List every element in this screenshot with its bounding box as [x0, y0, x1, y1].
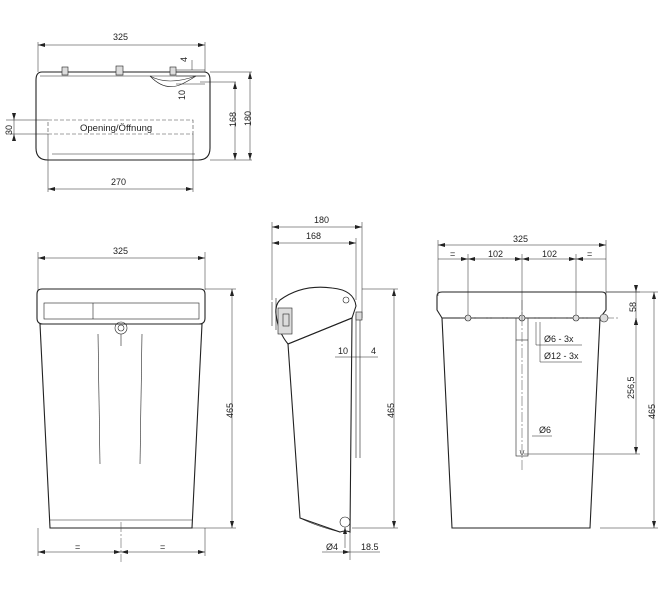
top-dim-270: 270 [111, 177, 126, 187]
back-dim-102-right: 102 [542, 249, 557, 259]
top-dim-30: 30 [4, 125, 14, 135]
side-dim-4: 4 [371, 346, 376, 356]
back-view: 325 = 102 102 = 58 [436, 234, 658, 529]
side-height-465: 465 [386, 403, 396, 418]
front-width-325: 325 [113, 246, 128, 256]
back-dim-256-5: 256,5 [626, 376, 636, 399]
back-hole-6: Ø6 [539, 425, 551, 435]
top-dim-4: 4 [179, 57, 189, 62]
back-height-465: 465 [647, 404, 657, 419]
side-view: 180 168 10 4 465 [271, 215, 398, 560]
side-dim-168: 168 [306, 231, 321, 241]
side-dim-10: 10 [338, 346, 348, 356]
side-dim-180: 180 [314, 215, 329, 225]
front-view: 325 = = 465 [36, 246, 236, 562]
front-eq-right: = [160, 542, 165, 552]
back-dim-102-left: 102 [488, 249, 503, 259]
back-width-325: 325 [513, 234, 528, 244]
side-dim-18-5: 18.5 [361, 542, 379, 552]
front-height-465: 465 [225, 403, 235, 418]
back-hole-12-3x: Ø12 - 3x [544, 351, 579, 361]
back-eq-left: = [450, 249, 455, 259]
top-dim-168: 168 [228, 112, 238, 127]
top-dim-180: 180 [243, 111, 253, 126]
back-eq-right: = [587, 249, 592, 259]
front-eq-left: = [75, 542, 80, 552]
top-width-325: 325 [113, 32, 128, 42]
top-dim-10: 10 [177, 90, 187, 100]
side-diam-4: Ø4 [326, 542, 338, 552]
back-hole-6-3x: Ø6 - 3x [544, 334, 574, 344]
top-view: 325 4 10 168 180 Opening/Öffnung [4, 32, 253, 192]
back-dim-58: 58 [628, 302, 638, 312]
top-opening-label: Opening/Öffnung [80, 123, 152, 134]
